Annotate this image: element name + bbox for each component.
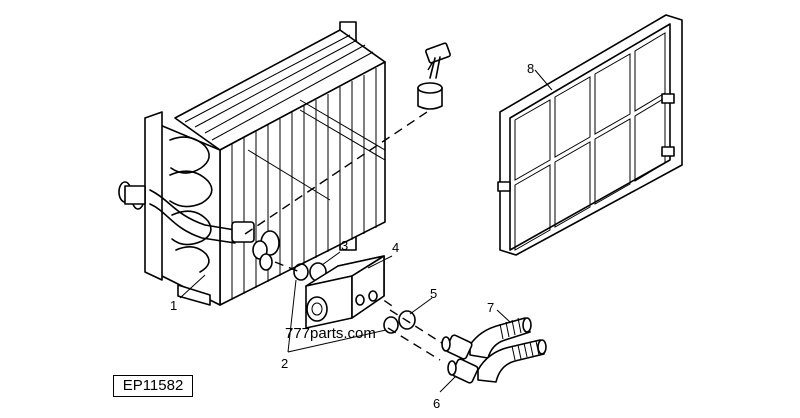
leader-lines [179,69,553,393]
callout-4: 4 [392,240,399,255]
callout-2: 2 [281,356,288,371]
callout-numbers: 1 2 3 4 5 6 7 8 [170,61,534,411]
callout-3: 3 [341,238,348,253]
watermark-text: 777parts.com [285,325,376,342]
thermostat-switch [417,42,451,110]
callout-8: 8 [527,61,534,76]
callout-1: 1 [170,298,177,313]
evaporator-core [118,21,386,306]
callout-5: 5 [430,286,437,301]
callout-6: 6 [433,396,440,411]
callout-7: 7 [487,300,494,315]
filter-grille [497,14,683,256]
figure-reference-code: EP11582 [113,375,193,397]
hose-assembly [441,317,547,384]
expansion-valve-block [305,255,385,329]
